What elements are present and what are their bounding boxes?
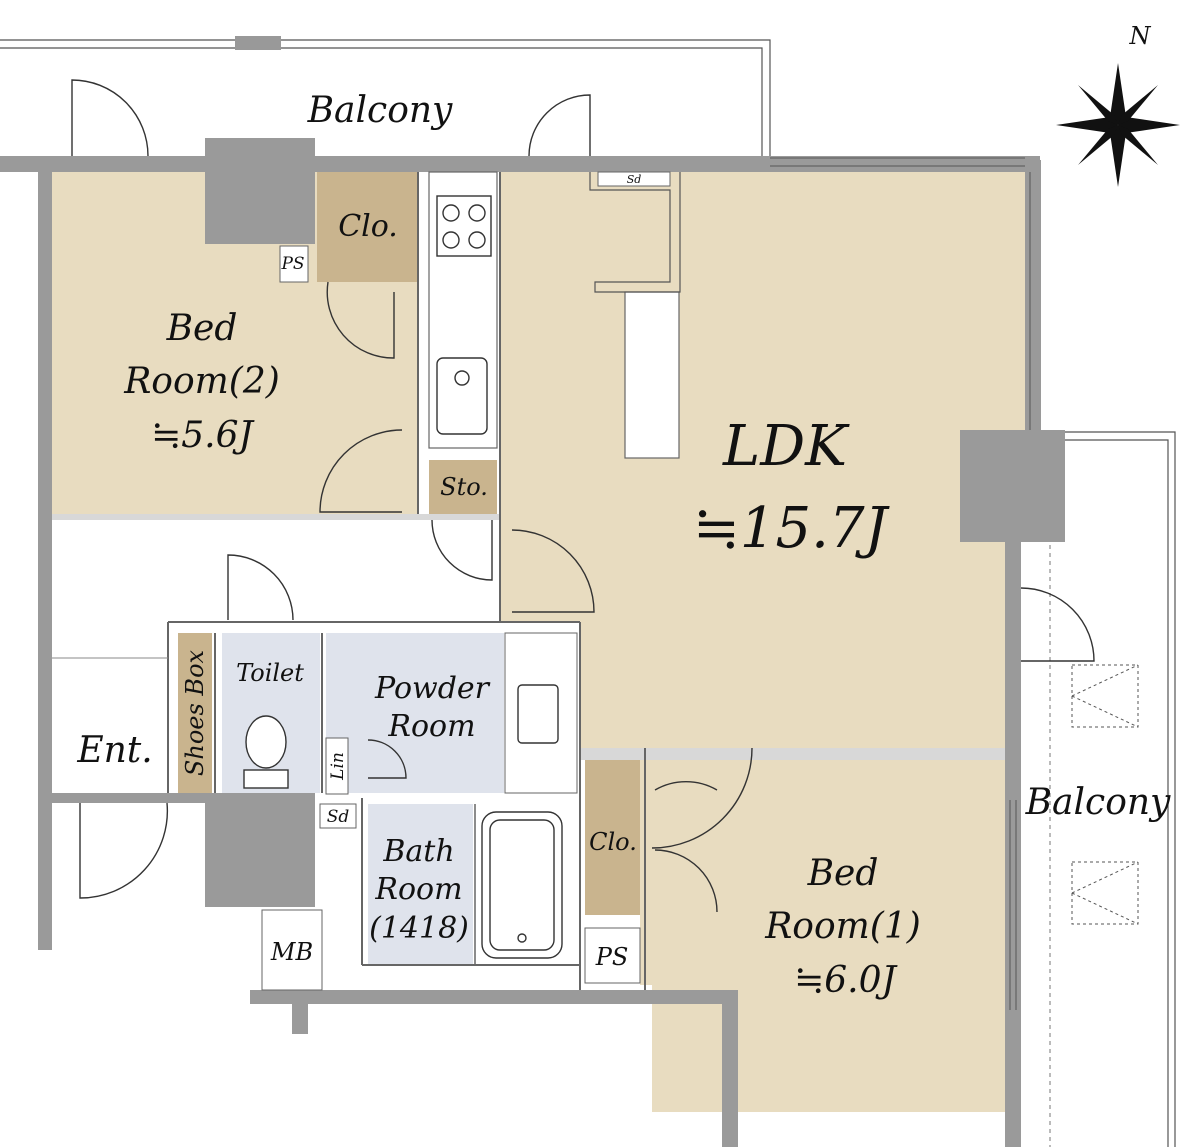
ps-bottom-label: PS [595,943,629,971]
bedroom1-label-2: Room(1) [764,906,921,947]
storage-label: Sto. [440,473,488,501]
toilet-label: Toilet [236,659,304,687]
compass-north-label: N [1129,22,1152,50]
balcony-right-label: Balcony [1025,782,1171,823]
storage-box [429,460,497,514]
wash-basin-icon [517,684,559,744]
closet-top-label: Clo. [338,209,398,244]
door-ldk [511,529,595,613]
hatch-bottom [1071,861,1139,925]
sink-icon [436,357,488,435]
compass-icon [1056,63,1180,187]
bath-size: (1418) [369,911,469,946]
doors [71,79,1095,913]
floors [52,172,1025,1112]
ldk-label: LDK [722,414,850,479]
windows [770,157,1031,1010]
entrance-label: Ent. [76,730,152,771]
sd-mid-box [319,803,357,829]
walls [0,138,1065,1147]
door-storage [431,519,493,581]
ps-top-box [279,245,309,283]
bedroom1-area: ≒6.0J [794,960,898,1001]
wet-fixtures [243,245,641,991]
door-entrance [79,802,169,899]
door-closet-bottom-2 [654,849,718,913]
sd-top-label: Sd [627,173,642,186]
bath-label-1: Bath [382,834,454,869]
ldk-area: ≒15.7J [693,496,891,561]
ps-top-label: PS [280,254,304,274]
linen-box [325,737,349,795]
linen-label: Lin [328,752,348,781]
mb-label: MB [270,938,313,966]
bedroom1-floor-lower [640,760,735,1112]
door-closet-top [326,281,395,359]
door-bedroom1 [651,747,753,849]
balcony-top-area [0,36,771,158]
bedroom1-label-1: Bed [807,853,879,894]
balcony-top-label: Balcony [307,90,453,131]
bath-label-2: Room [374,872,462,907]
door-balcony-right [1020,587,1095,662]
powder-label-2: Room [387,709,475,744]
door-toilet [227,554,294,621]
hatch-top [1071,664,1139,728]
bath-floor [368,804,473,964]
bedroom2-area: ≒5.6J [151,415,255,456]
balcony-right-area [1049,431,1176,1147]
bedroom2-label-2: Room(2) [123,361,280,402]
toilet-floor [222,633,320,793]
ps-bottom-box [584,927,641,984]
toilet-bowl-icon [245,715,287,769]
island-counter [624,291,680,459]
kitchen-fixtures [428,171,681,459]
door-balcony-left [71,79,149,157]
closet-bottom [585,760,640,915]
powder-floor [326,633,504,793]
sd-mid-label: Sd [327,807,350,827]
drain-top [235,36,281,50]
stove-icon [436,195,492,257]
door-balcony-mid [528,94,591,157]
closet-top [317,172,417,282]
door-powder [367,739,407,779]
bedroom2-label-1: Bed [166,308,238,349]
door-bedroom2 [319,429,403,513]
powder-label-1: Powder [374,671,491,706]
door-closet-bottom [654,780,718,791]
mb-box [261,909,323,991]
shoes-box [178,633,212,793]
closet-bottom-label: Clo. [589,828,637,856]
shoes-box-label: Shoes Box [181,649,209,776]
partitions [52,172,646,990]
